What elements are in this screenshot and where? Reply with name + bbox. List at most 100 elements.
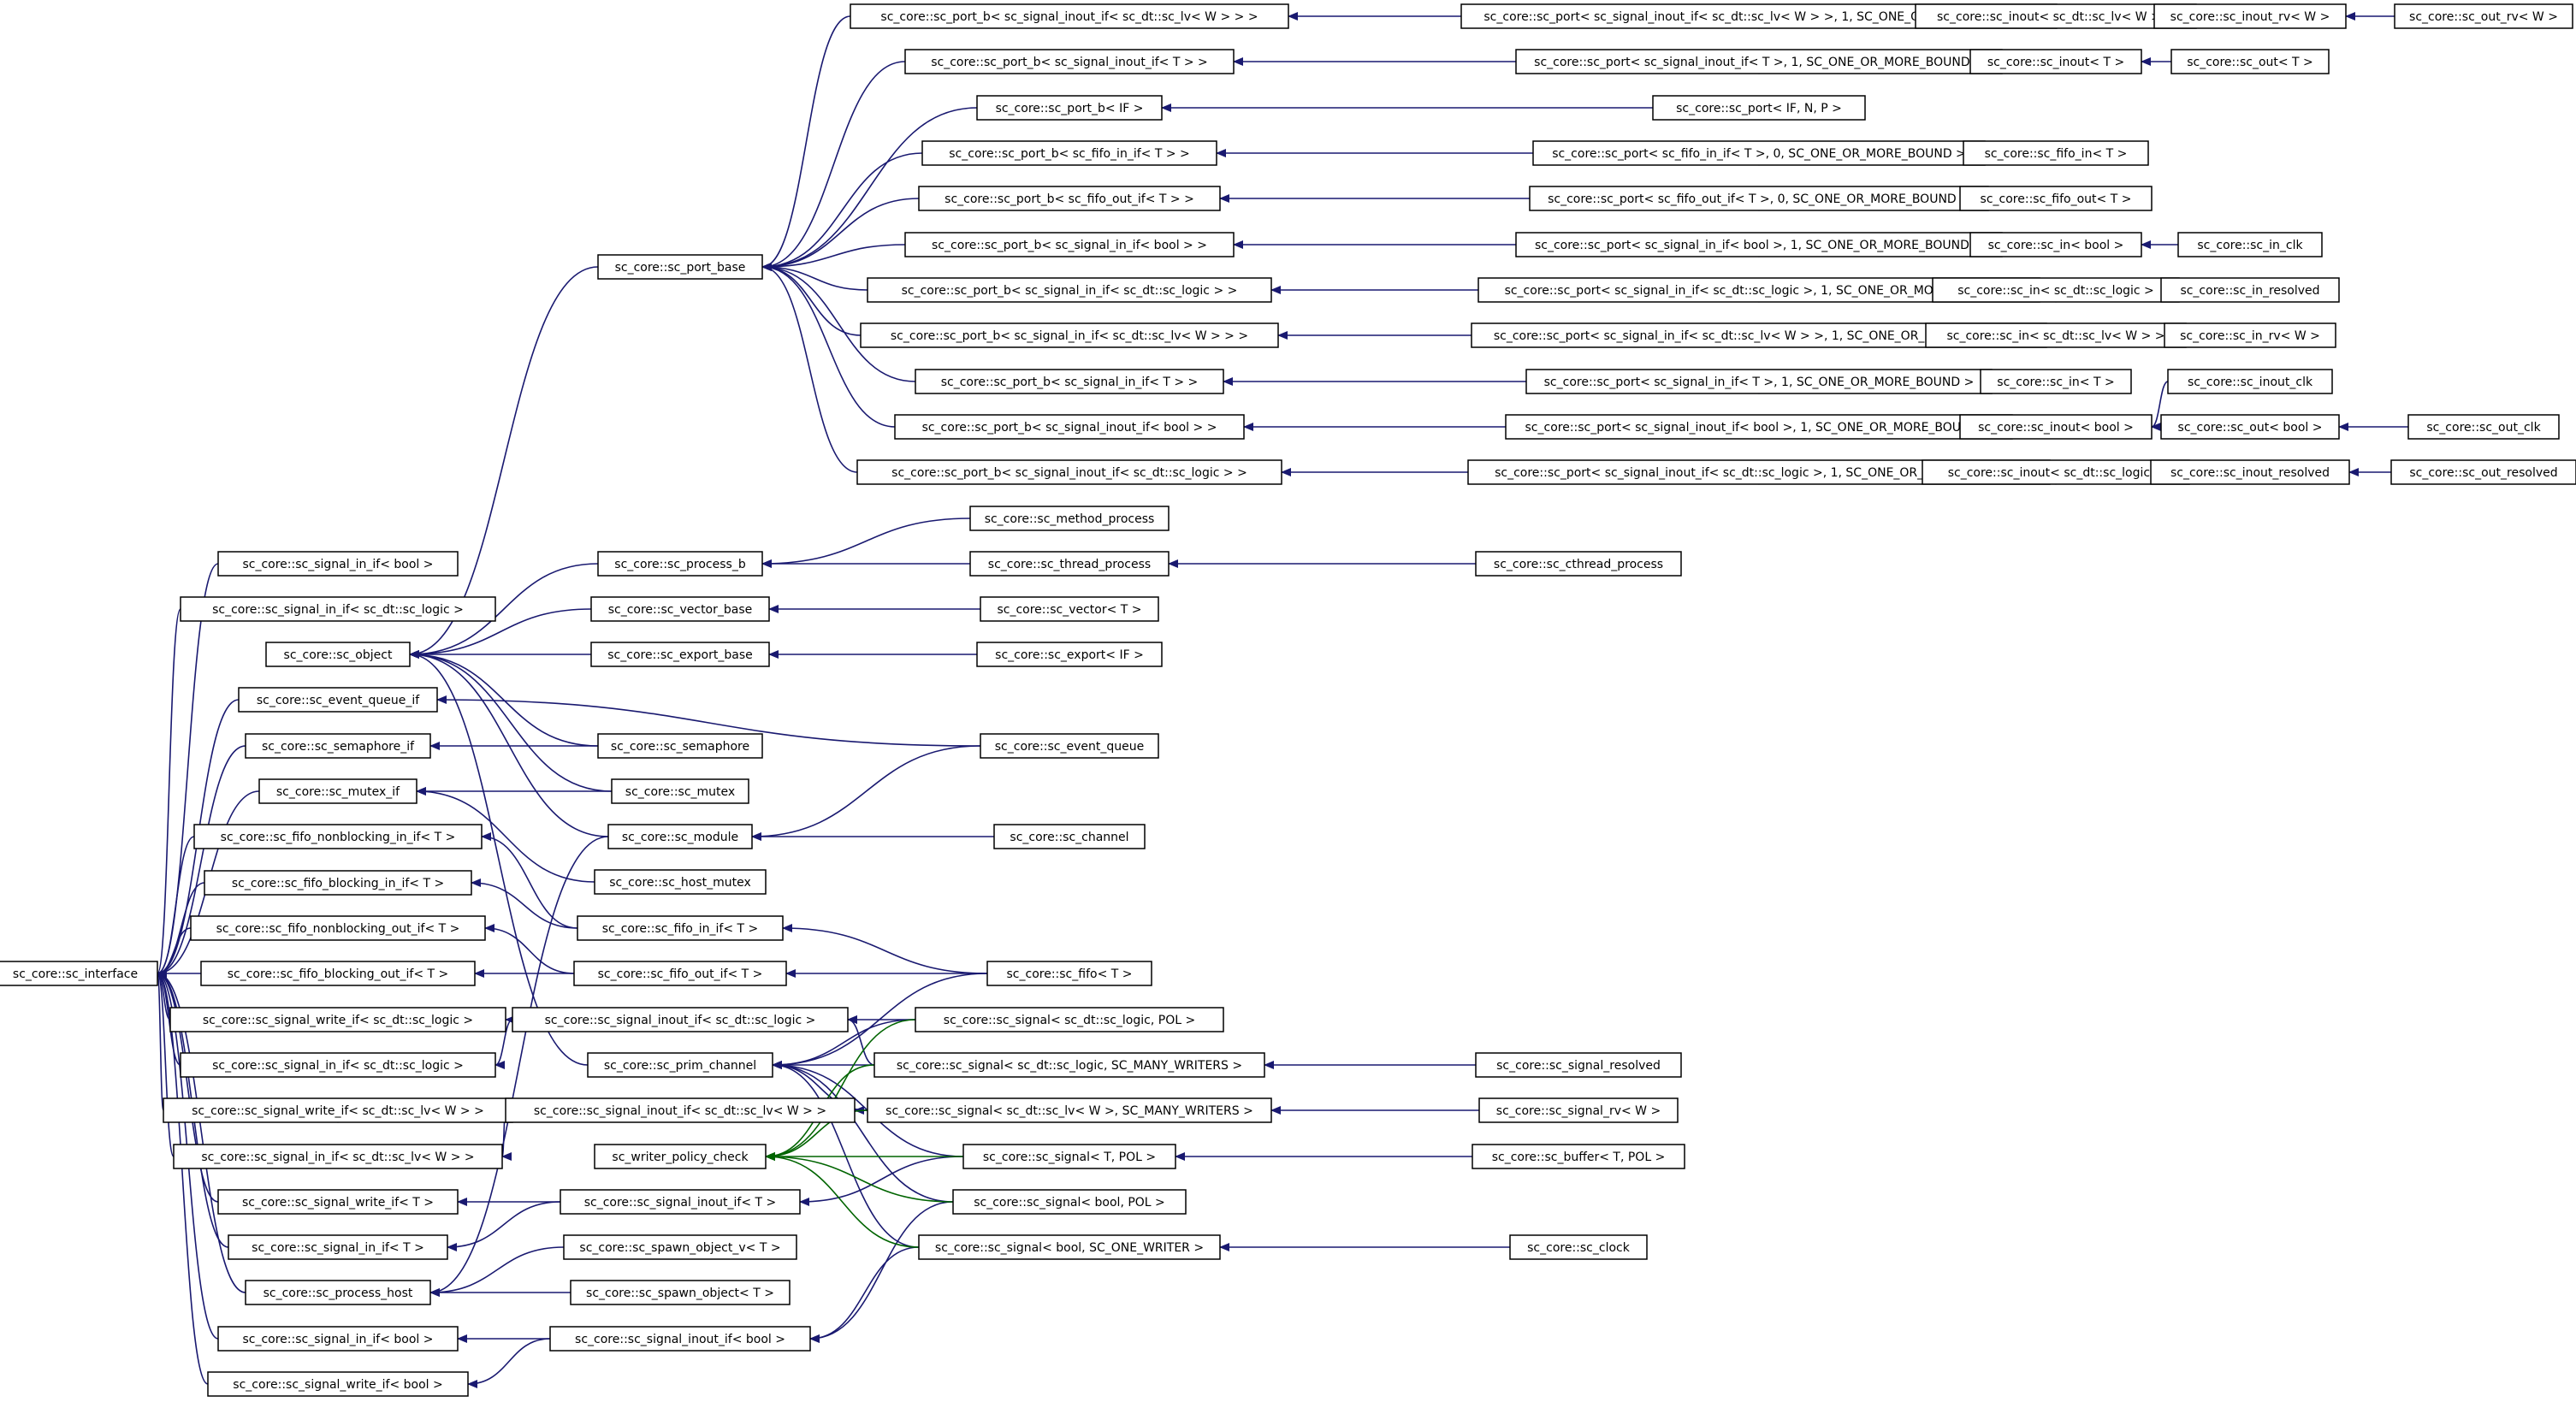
class-node-sc-cthread-process[interactable]: sc_core::sc_cthread_process (1475, 551, 1682, 577)
class-node-sc-interface[interactable]: sc_core::sc_interface (0, 961, 158, 986)
class-node-sc-port-b-if[interactable]: sc_core::sc_port_b< IF > (976, 95, 1163, 121)
class-node-sc-channel[interactable]: sc_core::sc_channel (993, 824, 1146, 849)
class-node-sc-inout-sc-dt-sc-logic[interactable]: sc_core::sc_inout< sc_dt::sc_logic > (1922, 459, 2190, 485)
class-node-sc-signal-write-if-t[interactable]: sc_core::sc_signal_write_if< T > (217, 1189, 459, 1215)
class-node-sc-out-t[interactable]: sc_core::sc_out< T > (2170, 49, 2330, 74)
class-node-sc-in-resolved[interactable]: sc_core::sc_in_resolved (2160, 277, 2340, 303)
class-node-sc-port-b-sc-signal-inout-if-bool[interactable]: sc_core::sc_port_b< sc_signal_inout_if< … (894, 414, 1245, 440)
class-node-sc-inout-rv-w[interactable]: sc_core::sc_inout_rv< W > (2153, 3, 2347, 29)
class-node-sc-signal-sc-dt-sc-lv-w-sc-many-writers[interactable]: sc_core::sc_signal< sc_dt::sc_lv< W >, S… (867, 1097, 1272, 1123)
class-node-sc-semaphore[interactable]: sc_core::sc_semaphore (597, 733, 763, 759)
class-node-sc-signal-in-if-sc-dt-sc-lv-w[interactable]: sc_core::sc_signal_in_if< sc_dt::sc_lv< … (173, 1144, 503, 1169)
class-node-sc-fifo-out-if-t[interactable]: sc_core::sc_fifo_out_if< T > (573, 961, 787, 986)
class-node-sc-fifo-out-t[interactable]: sc_core::sc_fifo_out< T > (1959, 186, 2153, 211)
class-node-sc-in-clk[interactable]: sc_core::sc_in_clk (2177, 232, 2323, 257)
class-node-sc-signal-in-if-bool[interactable]: sc_core::sc_signal_in_if< bool > (217, 551, 459, 577)
class-node-sc-port-base[interactable]: sc_core::sc_port_base (597, 254, 763, 280)
class-node-sc-signal-in-if-bool[interactable]: sc_core::sc_signal_in_if< bool > (217, 1326, 459, 1352)
class-node-sc-thread-process[interactable]: sc_core::sc_thread_process (969, 551, 1170, 577)
class-node-sc-mutex[interactable]: sc_core::sc_mutex (611, 778, 749, 804)
class-node-sc-signal-rv-w[interactable]: sc_core::sc_signal_rv< W > (1478, 1097, 1679, 1123)
class-node-sc-port-b-sc-signal-inout-if-sc-dt-sc-lv-w[interactable]: sc_core::sc_port_b< sc_signal_inout_if< … (850, 3, 1289, 29)
class-node-sc-inout-t[interactable]: sc_core::sc_inout< T > (1969, 49, 2142, 74)
class-node-sc-signal-sc-dt-sc-logic-pol[interactable]: sc_core::sc_signal< sc_dt::sc_logic, POL… (915, 1007, 1224, 1032)
class-node-sc-out-clk[interactable]: sc_core::sc_out_clk (2407, 414, 2560, 440)
class-node-sc-in-rv-w[interactable]: sc_core::sc_in_rv< W > (2164, 322, 2336, 348)
class-node-sc-inout-bool[interactable]: sc_core::sc_inout< bool > (1959, 414, 2153, 440)
class-node-sc-in-t[interactable]: sc_core::sc_in< T > (1980, 369, 2132, 394)
class-node-sc-port-b-sc-fifo-out-if-t[interactable]: sc_core::sc_port_b< sc_fifo_out_if< T > … (918, 186, 1221, 211)
class-node-sc-buffer-t-pol[interactable]: sc_core::sc_buffer< T, POL > (1472, 1144, 1685, 1169)
class-node-sc-export-base[interactable]: sc_core::sc_export_base (590, 642, 770, 667)
class-node-sc-semaphore-if[interactable]: sc_core::sc_semaphore_if (245, 733, 431, 759)
class-node-sc-out-rv-w[interactable]: sc_core::sc_out_rv< W > (2394, 3, 2573, 29)
class-node-box (204, 870, 472, 896)
class-node-sc-vector-base[interactable]: sc_core::sc_vector_base (590, 596, 770, 622)
class-node-sc-signal-sc-dt-sc-logic-sc-many-writers[interactable]: sc_core::sc_signal< sc_dt::sc_logic, SC_… (873, 1052, 1265, 1078)
class-node-sc-inout-sc-dt-sc-lv-w[interactable]: sc_core::sc_inout< sc_dt::sc_lv< W > > (1915, 3, 2197, 29)
class-node-sc-event-queue-if[interactable]: sc_core::sc_event_queue_if (238, 687, 438, 713)
class-node-sc-mutex-if[interactable]: sc_core::sc_mutex_if (258, 778, 417, 804)
class-node-sc-fifo-t[interactable]: sc_core::sc_fifo< T > (986, 961, 1152, 986)
class-node-sc-fifo-blocking-out-if-t[interactable]: sc_core::sc_fifo_blocking_out_if< T > (200, 961, 476, 986)
class-node-sc-port-b-sc-fifo-in-if-t[interactable]: sc_core::sc_port_b< sc_fifo_in_if< T > > (921, 140, 1217, 166)
class-node-sc-signal-in-if-sc-dt-sc-logic[interactable]: sc_core::sc_signal_in_if< sc_dt::sc_logi… (180, 1052, 496, 1078)
class-node-sc-event-queue[interactable]: sc_core::sc_event_queue (980, 733, 1159, 759)
class-node-sc-host-mutex[interactable]: sc_core::sc_host_mutex (594, 869, 767, 895)
class-node-label: sc_core::sc_in< bool > (1988, 239, 2124, 252)
class-node-sc-in-sc-dt-sc-logic[interactable]: sc_core::sc_in< sc_dt::sc_logic > (1932, 277, 2180, 303)
class-node-sc-out-resolved[interactable]: sc_core::sc_out_resolved (2390, 459, 2576, 485)
class-node-sc-writer-policy-check[interactable]: sc_writer_policy_check (594, 1144, 767, 1169)
class-node-sc-port-b-sc-signal-in-if-bool[interactable]: sc_core::sc_port_b< sc_signal_in_if< boo… (904, 232, 1235, 257)
class-node-sc-signal-write-if-sc-dt-sc-logic[interactable]: sc_core::sc_signal_write_if< sc_dt::sc_l… (169, 1007, 506, 1032)
class-node-sc-clock[interactable]: sc_core::sc_clock (1509, 1234, 1648, 1260)
class-node-sc-signal-resolved[interactable]: sc_core::sc_signal_resolved (1475, 1052, 1682, 1078)
class-node-sc-signal-bool-sc-one-writer[interactable]: sc_core::sc_signal< bool, SC_ONE_WRITER … (918, 1234, 1221, 1260)
class-node-sc-export-if[interactable]: sc_core::sc_export< IF > (976, 642, 1163, 667)
class-node-sc-process-b[interactable]: sc_core::sc_process_b (597, 551, 763, 577)
class-node-label: sc_core::sc_in_rv< W > (2180, 329, 2320, 343)
class-node-sc-signal-inout-if-t[interactable]: sc_core::sc_signal_inout_if< T > (560, 1189, 801, 1215)
class-node-sc-signal-write-if-bool[interactable]: sc_core::sc_signal_write_if< bool > (207, 1371, 469, 1397)
class-node-sc-signal-in-if-sc-dt-sc-logic[interactable]: sc_core::sc_signal_in_if< sc_dt::sc_logi… (180, 596, 496, 622)
class-node-sc-port-b-sc-signal-inout-if-sc-dt-sc-logic[interactable]: sc_core::sc_port_b< sc_signal_inout_if< … (856, 459, 1282, 485)
class-node-sc-inout-resolved[interactable]: sc_core::sc_inout_resolved (2150, 459, 2350, 485)
class-node-sc-signal-inout-if-sc-dt-sc-logic[interactable]: sc_core::sc_signal_inout_if< sc_dt::sc_l… (512, 1007, 849, 1032)
class-node-sc-spawn-object-v-t[interactable]: sc_core::sc_spawn_object_v< T > (563, 1234, 797, 1260)
class-node-label: sc_core::sc_port< sc_signal_in_if< bool … (1535, 239, 1983, 252)
class-node-sc-signal-in-if-t[interactable]: sc_core::sc_signal_in_if< T > (228, 1234, 448, 1260)
class-node-sc-fifo-in-t[interactable]: sc_core::sc_fifo_in< T > (1963, 140, 2149, 166)
class-node-sc-fifo-in-if-t[interactable]: sc_core::sc_fifo_in_if< T > (577, 915, 784, 941)
class-node-sc-module[interactable]: sc_core::sc_module (607, 824, 753, 849)
class-node-sc-signal-write-if-sc-dt-sc-lv-w[interactable]: sc_core::sc_signal_write_if< sc_dt::sc_l… (163, 1097, 513, 1123)
class-node-sc-method-process[interactable]: sc_core::sc_method_process (969, 506, 1170, 531)
class-node-sc-fifo-blocking-in-if-t[interactable]: sc_core::sc_fifo_blocking_in_if< T > (204, 870, 472, 896)
class-node-sc-port-if-n-p[interactable]: sc_core::sc_port< IF, N, P > (1652, 95, 1866, 121)
class-node-sc-port-sc-fifo-out-if-t-0-sc-one-or-more-bound[interactable]: sc_core::sc_port< sc_fifo_out_if< T >, 0… (1529, 186, 1989, 211)
class-node-sc-prim-channel[interactable]: sc_core::sc_prim_channel (587, 1052, 773, 1078)
class-node-sc-out-bool[interactable]: sc_core::sc_out< bool > (2160, 414, 2340, 440)
class-node-sc-port-sc-signal-inout-if-bool-1-sc-one-or-more-bound[interactable]: sc_core::sc_port< sc_signal_inout_if< bo… (1505, 414, 2013, 440)
class-node-sc-in-sc-dt-sc-lv-w[interactable]: sc_core::sc_in< sc_dt::sc_lv< W > > (1925, 322, 2187, 348)
class-node-sc-signal-t-pol[interactable]: sc_core::sc_signal< T, POL > (962, 1144, 1176, 1169)
class-node-sc-port-sc-signal-inout-if-t-1-sc-one-or-more-bound[interactable]: sc_core::sc_port< sc_signal_inout_if< T … (1515, 49, 2003, 74)
class-node-sc-fifo-nonblocking-out-if-t[interactable]: sc_core::sc_fifo_nonblocking_out_if< T > (190, 915, 486, 941)
class-node-sc-signal-inout-if-sc-dt-sc-lv-w[interactable]: sc_core::sc_signal_inout_if< sc_dt::sc_l… (505, 1097, 856, 1123)
class-node-sc-port-sc-fifo-in-if-t-0-sc-one-or-more-bound[interactable]: sc_core::sc_port< sc_fifo_in_if< T >, 0,… (1532, 140, 1986, 166)
class-node-sc-signal-inout-if-bool[interactable]: sc_core::sc_signal_inout_if< bool > (549, 1326, 811, 1352)
class-node-sc-object[interactable]: sc_core::sc_object (265, 642, 411, 667)
class-node-sc-port-b-sc-signal-in-if-sc-dt-sc-lv-w[interactable]: sc_core::sc_port_b< sc_signal_in_if< sc_… (860, 322, 1279, 348)
class-node-sc-port-b-sc-signal-in-if-sc-dt-sc-logic[interactable]: sc_core::sc_port_b< sc_signal_in_if< sc_… (867, 277, 1272, 303)
class-node-label: sc_core::sc_export< IF > (995, 648, 1144, 662)
class-node-sc-fifo-nonblocking-in-if-t[interactable]: sc_core::sc_fifo_nonblocking_in_if< T > (193, 824, 483, 849)
class-node-sc-process-host[interactable]: sc_core::sc_process_host (245, 1280, 431, 1305)
class-node-sc-in-bool[interactable]: sc_core::sc_in< bool > (1969, 232, 2142, 257)
class-node-sc-port-sc-signal-in-if-bool-1-sc-one-or-more-bound[interactable]: sc_core::sc_port< sc_signal_in_if< bool … (1515, 232, 2003, 257)
class-node-sc-spawn-object-t[interactable]: sc_core::sc_spawn_object< T > (570, 1280, 791, 1305)
class-node-sc-signal-bool-pol[interactable]: sc_core::sc_signal< bool, POL > (952, 1189, 1187, 1215)
class-node-sc-port-b-sc-signal-in-if-t[interactable]: sc_core::sc_port_b< sc_signal_in_if< T >… (915, 369, 1224, 394)
class-node-sc-inout-clk[interactable]: sc_core::sc_inout_clk (2167, 369, 2333, 394)
class-node-sc-port-b-sc-signal-inout-if-t[interactable]: sc_core::sc_port_b< sc_signal_inout_if< … (904, 49, 1235, 74)
class-node-sc-port-sc-signal-in-if-t-1-sc-one-or-more-bound[interactable]: sc_core::sc_port< sc_signal_in_if< T >, … (1525, 369, 1993, 394)
class-node-sc-vector-t[interactable]: sc_core::sc_vector< T > (980, 596, 1159, 622)
